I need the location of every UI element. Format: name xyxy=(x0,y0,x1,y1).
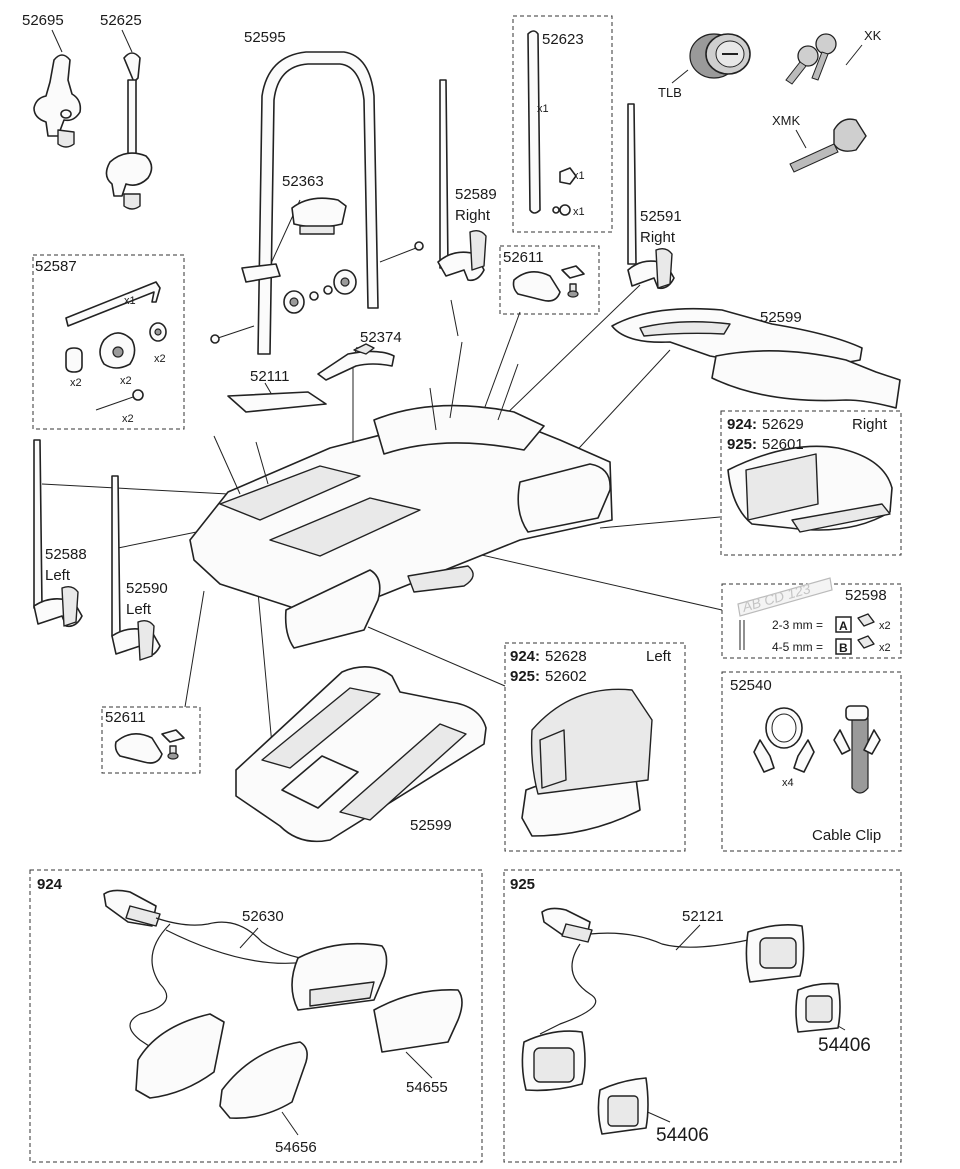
label-54655: 54655 xyxy=(406,1079,448,1096)
label-right-box: Right xyxy=(852,416,888,433)
box-52598 xyxy=(721,583,902,659)
label-52590-left: Left xyxy=(126,601,152,618)
strap-52588 xyxy=(33,439,83,628)
label-52599-bottom: 52599 xyxy=(410,817,452,834)
bike-arm-52695 xyxy=(33,54,82,148)
tail-light-right xyxy=(727,445,893,533)
label-52540: 52540 xyxy=(730,677,772,694)
qty-52598-a: x2 xyxy=(879,620,891,632)
bracket-52374 xyxy=(317,343,395,381)
keys-xk xyxy=(785,33,837,85)
label-2-3mm: 2-3 mm = xyxy=(772,618,823,632)
label-52121: 52121 xyxy=(682,908,724,925)
label-mm-b: B xyxy=(839,641,848,655)
label-52591-right: Right xyxy=(640,229,676,246)
label-52591: 52591 xyxy=(640,208,682,225)
label-924-left: 924: xyxy=(510,648,540,665)
label-54656: 54656 xyxy=(275,1139,317,1156)
strap-52589 xyxy=(437,79,487,282)
box-52587 xyxy=(32,254,185,430)
leader-lines xyxy=(41,29,863,1136)
label-panel-925: 925 xyxy=(510,876,535,893)
label-panel-924: 924 xyxy=(37,876,63,893)
label-52625: 52625 xyxy=(100,12,142,29)
label-52623: 52623 xyxy=(542,31,584,48)
label-4-5mm: 4-5 mm = xyxy=(772,640,823,654)
qty-52623-c: x1 xyxy=(573,206,585,218)
label-54406-b: 54406 xyxy=(656,1125,709,1146)
strap-52590 xyxy=(111,475,161,661)
label-52111: 52111 xyxy=(250,368,290,385)
frame-hardware xyxy=(210,241,424,344)
panel-925 xyxy=(503,869,902,1163)
label-52695: 52695 xyxy=(22,12,64,29)
qty-52587-bolt: x2 xyxy=(122,413,134,425)
bolt-52611-top xyxy=(512,265,585,302)
lock-cylinder-tlb xyxy=(689,33,751,79)
carrier-body xyxy=(189,341,613,649)
label-52629: 52629 xyxy=(762,416,804,433)
tail-light-left xyxy=(521,688,653,837)
label-cable-clip: Cable Clip xyxy=(812,827,881,844)
strap-52623 xyxy=(527,30,577,216)
plate-52598 xyxy=(737,577,875,655)
label-925-right: 925: xyxy=(727,436,757,453)
box-52611-top xyxy=(499,245,600,315)
wiring-924 xyxy=(103,889,463,1119)
label-52589-right: Right xyxy=(455,207,491,224)
label-52628: 52628 xyxy=(545,648,587,665)
label-52611-top: 52611 xyxy=(503,249,544,266)
wheel-tray-52599-bottom xyxy=(235,666,487,843)
wiring-925 xyxy=(521,907,841,1135)
qty-52623-b: x1 xyxy=(573,170,585,182)
qty-52623-a: x1 xyxy=(537,103,549,115)
label-52587: 52587 xyxy=(35,258,77,275)
bolt-52611-bottom xyxy=(114,729,185,764)
label-52598: 52598 xyxy=(845,587,887,604)
label-mm-a: A xyxy=(839,619,848,633)
label-52590: 52590 xyxy=(126,580,168,597)
label-52374: 52374 xyxy=(360,329,402,346)
qty-52598-b: x2 xyxy=(879,642,891,654)
label-52630: 52630 xyxy=(242,908,284,925)
label-52611-bottom: 52611 xyxy=(105,709,146,726)
wheel-tray-52599-top xyxy=(611,307,901,409)
qty-52587-spacer: x2 xyxy=(70,377,82,389)
label-left-box: Left xyxy=(646,648,672,665)
key-xmk xyxy=(789,118,867,173)
cable-clip-52540 xyxy=(753,705,881,794)
qty-52540: x4 xyxy=(782,777,794,789)
bike-arm-52625 xyxy=(105,52,153,210)
box-52540 xyxy=(721,671,902,852)
qty-52587-washer: x2 xyxy=(154,353,166,365)
label-xmk: XMK xyxy=(772,113,801,128)
label-52599-top: 52599 xyxy=(760,309,802,326)
label-52601: 52601 xyxy=(762,436,804,453)
label-52588: 52588 xyxy=(45,546,87,563)
label-52602: 52602 xyxy=(545,668,587,685)
panel-924 xyxy=(29,869,483,1163)
strap-52591 xyxy=(627,103,675,290)
label-52589: 52589 xyxy=(455,186,497,203)
label-tlb: TLB xyxy=(658,85,682,100)
label-52363: 52363 xyxy=(282,173,324,190)
qty-52587-knob: x2 xyxy=(120,375,132,387)
qty-52587-key: x1 xyxy=(124,295,136,307)
label-925-left: 925: xyxy=(510,668,540,685)
box-52611-bottom xyxy=(101,706,201,774)
box-left-light xyxy=(504,642,686,852)
clip-52363 xyxy=(241,197,347,283)
plate-text: AB CD 123 xyxy=(739,580,812,615)
label-52588-left: Left xyxy=(45,567,71,584)
label-54406-a: 54406 xyxy=(818,1035,871,1056)
label-924-right: 924: xyxy=(727,416,757,433)
box-52623 xyxy=(512,15,613,233)
hardware-kit-52587 xyxy=(65,281,167,411)
box-right-light xyxy=(720,410,902,556)
label-xk: XK xyxy=(864,28,882,43)
frame-52595 xyxy=(257,51,379,355)
label-52595: 52595 xyxy=(244,29,286,46)
